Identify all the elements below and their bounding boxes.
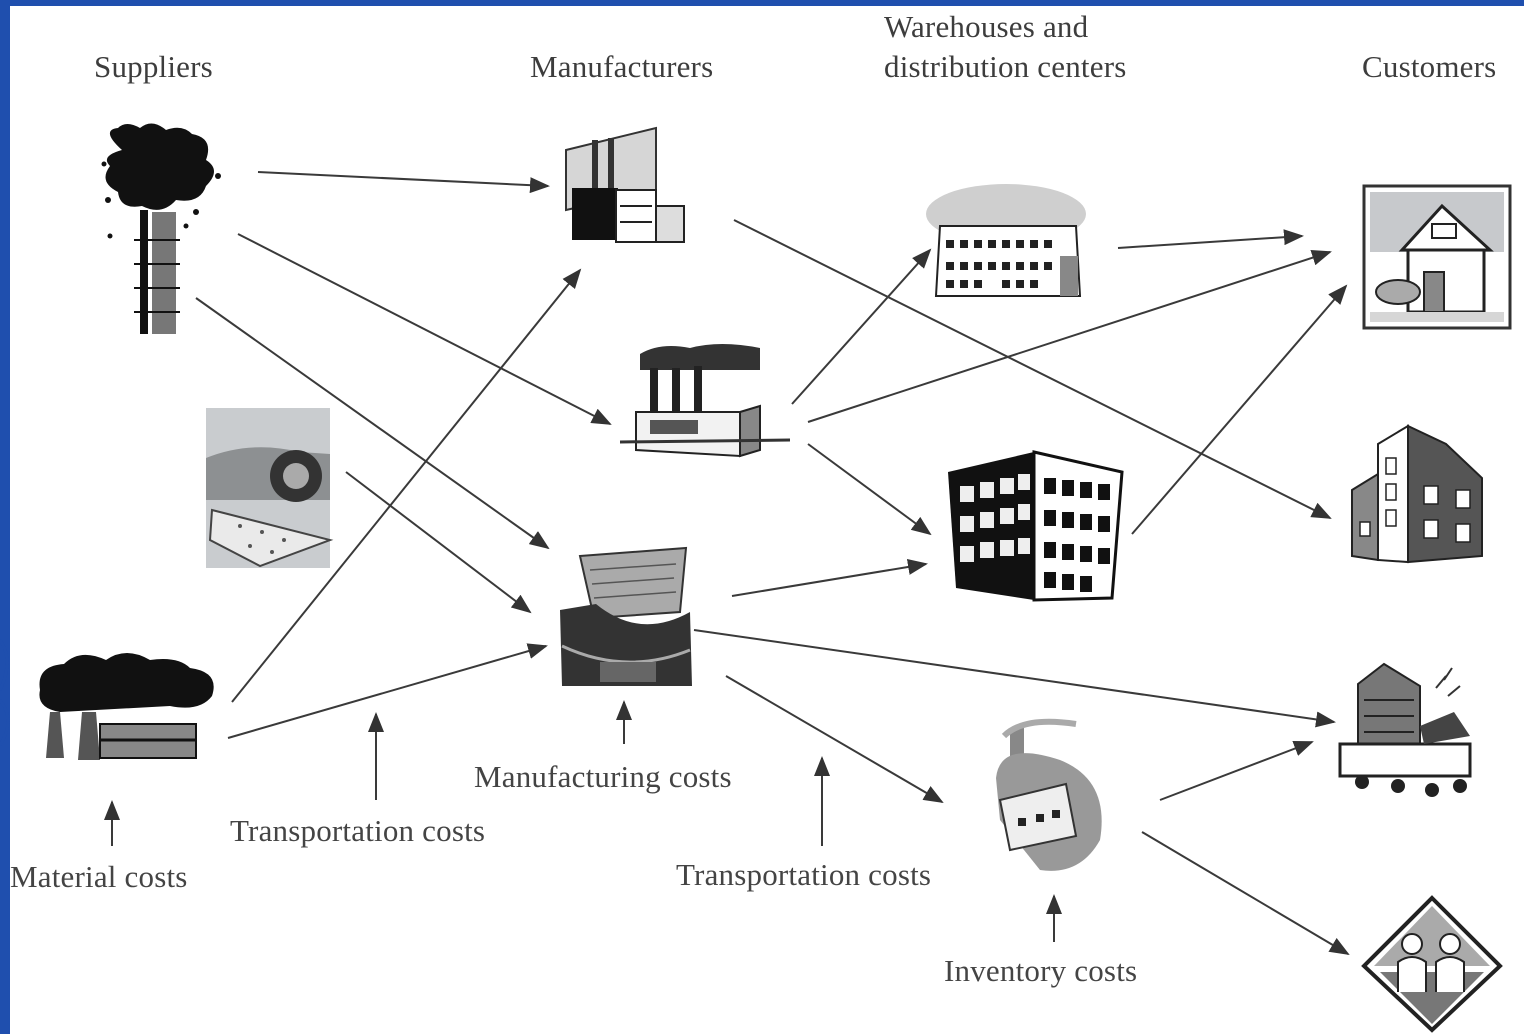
arrow-oil-to-refinery (237, 233, 612, 425)
arrow-factory-to-apartment (733, 219, 1332, 519)
street-market-icon (1338, 662, 1472, 797)
arrow-oil-to-mill (195, 297, 550, 550)
arrow-office-to-house (1131, 284, 1348, 535)
transportation-costs-label-2: Transportation costs (676, 857, 932, 892)
mill-icon (560, 546, 692, 686)
arrow-refinery-to-house (807, 249, 1332, 423)
arrow-mill-to-office (731, 559, 928, 597)
arrow-plant-to-factory (231, 268, 582, 703)
arrow-oil-to-factory (257, 171, 550, 194)
inventory-costs-label: Inventory costs (944, 953, 1138, 988)
warehouses-header-line1: Warehouses and (884, 9, 1089, 44)
distribution-plant-icon (996, 718, 1102, 871)
arrow-warehouse-to-house (1117, 229, 1304, 249)
frame-curves (0, 639, 10, 746)
warehouse-icon (926, 184, 1086, 297)
factory-icon (565, 126, 685, 243)
material-costs-label: Material costs (10, 859, 188, 894)
farm-field-icon (206, 408, 334, 568)
suppliers-header: Suppliers (94, 49, 213, 84)
family-icon (1361, 895, 1503, 1033)
transportation-costs-label-1: Transportation costs (230, 813, 486, 848)
house-icon (1362, 184, 1512, 330)
flow-arrows (104, 171, 1350, 956)
manufacturing-costs-label: Manufacturing costs (474, 759, 732, 794)
arrow-mill-to-market (693, 629, 1336, 728)
office-building-icon (948, 450, 1124, 602)
arrow-refinery-to-warehouse (791, 248, 932, 405)
arrow-mill-to-dist (725, 675, 944, 804)
refinery-icon (619, 344, 791, 458)
arrow-dist-to-family (1141, 831, 1350, 956)
customers-header: Customers (1362, 49, 1497, 84)
arrow-dist-to-market (1159, 740, 1314, 801)
apartment-icon (1351, 424, 1483, 564)
arrow-plant-to-mill (227, 643, 548, 739)
oil-well-icon (101, 123, 221, 334)
arrow-farm-to-mill (345, 471, 532, 614)
manufacturers-header: Manufacturers (530, 49, 714, 84)
power-plant-icon (39, 653, 214, 760)
warehouses-header-line2: distribution centers (884, 49, 1127, 84)
arrow-refinery-to-office (807, 443, 932, 536)
